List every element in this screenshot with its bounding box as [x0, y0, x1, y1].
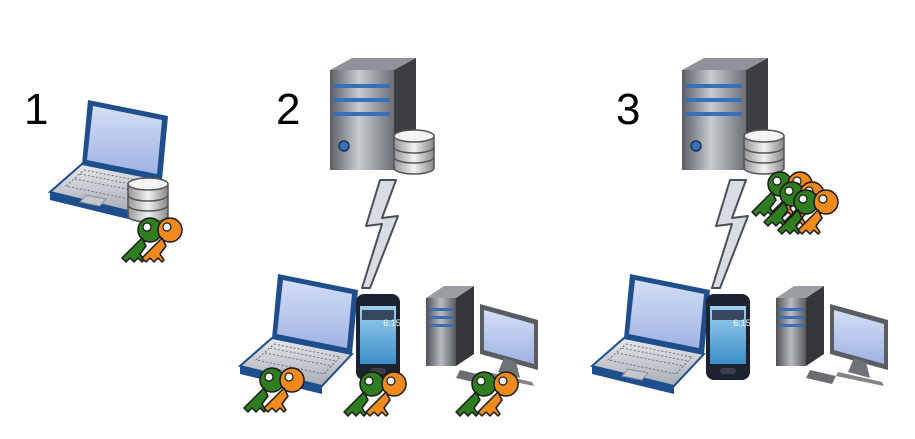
desktop-pc-icon	[426, 286, 538, 386]
database-icon	[743, 129, 785, 175]
lightning-link-icon	[711, 179, 749, 289]
key-pair-icon	[121, 217, 183, 263]
desktop-pc-icon	[776, 286, 888, 386]
panel-1: 1	[24, 85, 183, 263]
phone-clock: 6:15	[733, 318, 751, 328]
panel-2: 2 6:15	[239, 57, 538, 417]
lightning-link-icon	[361, 179, 399, 289]
laptop-icon	[591, 273, 711, 395]
database-icon	[393, 129, 435, 175]
smartphone-icon	[356, 294, 400, 380]
smartphone-icon	[706, 294, 750, 380]
panel-3: 3 6:15	[591, 57, 888, 395]
panel-number-3: 3	[616, 85, 640, 134]
panel-number-1: 1	[24, 85, 48, 134]
key-stack-icon	[751, 171, 839, 235]
panel-number-2: 2	[276, 85, 300, 134]
key-pair-icon	[343, 371, 407, 417]
phone-clock: 6:15	[383, 318, 401, 328]
database-icon	[127, 177, 169, 223]
